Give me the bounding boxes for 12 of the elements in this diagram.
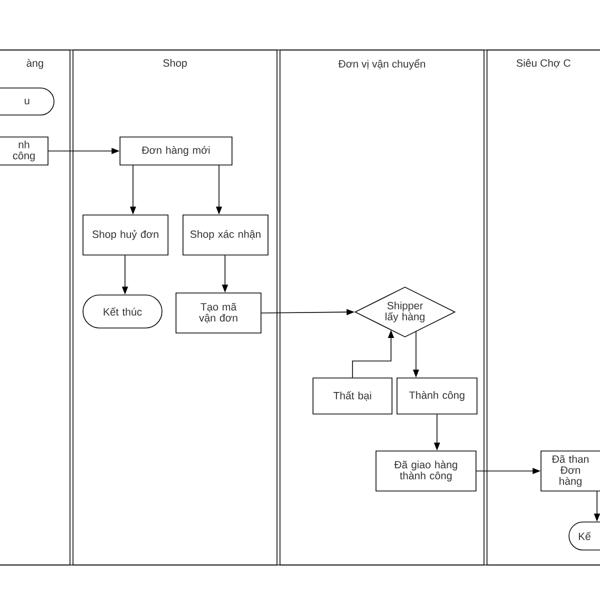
process-box: Tạo mã vận đơn xyxy=(176,292,262,334)
process-box: Thất bại xyxy=(312,378,392,414)
terminal-box: Kế xyxy=(568,522,600,550)
process-box: Đơn hàng mới xyxy=(120,136,232,166)
process-box: Thành công xyxy=(396,378,478,414)
process-box: Shop huỷ đơn xyxy=(82,214,168,256)
process-box: Shop xác nhận xyxy=(182,214,268,256)
process-box: Đã than Đơn hàng xyxy=(540,450,600,492)
process-box: nh công xyxy=(0,136,48,166)
terminal-box: Kết thúc xyxy=(82,294,162,328)
terminal-box: u xyxy=(0,88,54,116)
process-box: Đã giao hàng thành công xyxy=(376,450,476,492)
